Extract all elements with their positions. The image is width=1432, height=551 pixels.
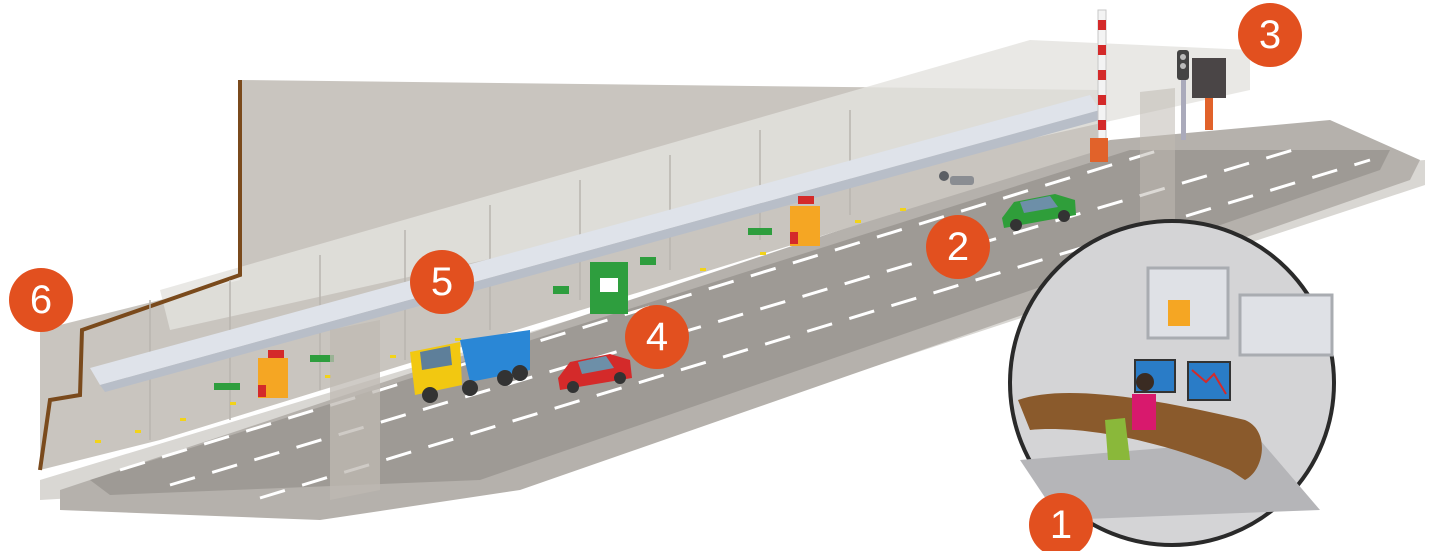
badge-5-label: 5 xyxy=(431,260,453,304)
badge-4-label: 4 xyxy=(646,315,668,359)
message-sign-icon xyxy=(1192,58,1226,130)
badge-3: 3 xyxy=(1238,3,1302,67)
badge-6-label: 6 xyxy=(30,278,52,322)
badge-2-label: 2 xyxy=(947,225,969,269)
badge-2: 2 xyxy=(926,215,990,279)
badge-3-label: 3 xyxy=(1259,13,1281,57)
badge-5: 5 xyxy=(410,250,474,314)
badge-6: 6 xyxy=(9,268,73,332)
badge-1-label: 1 xyxy=(1050,503,1072,547)
badge-4: 4 xyxy=(625,305,689,369)
